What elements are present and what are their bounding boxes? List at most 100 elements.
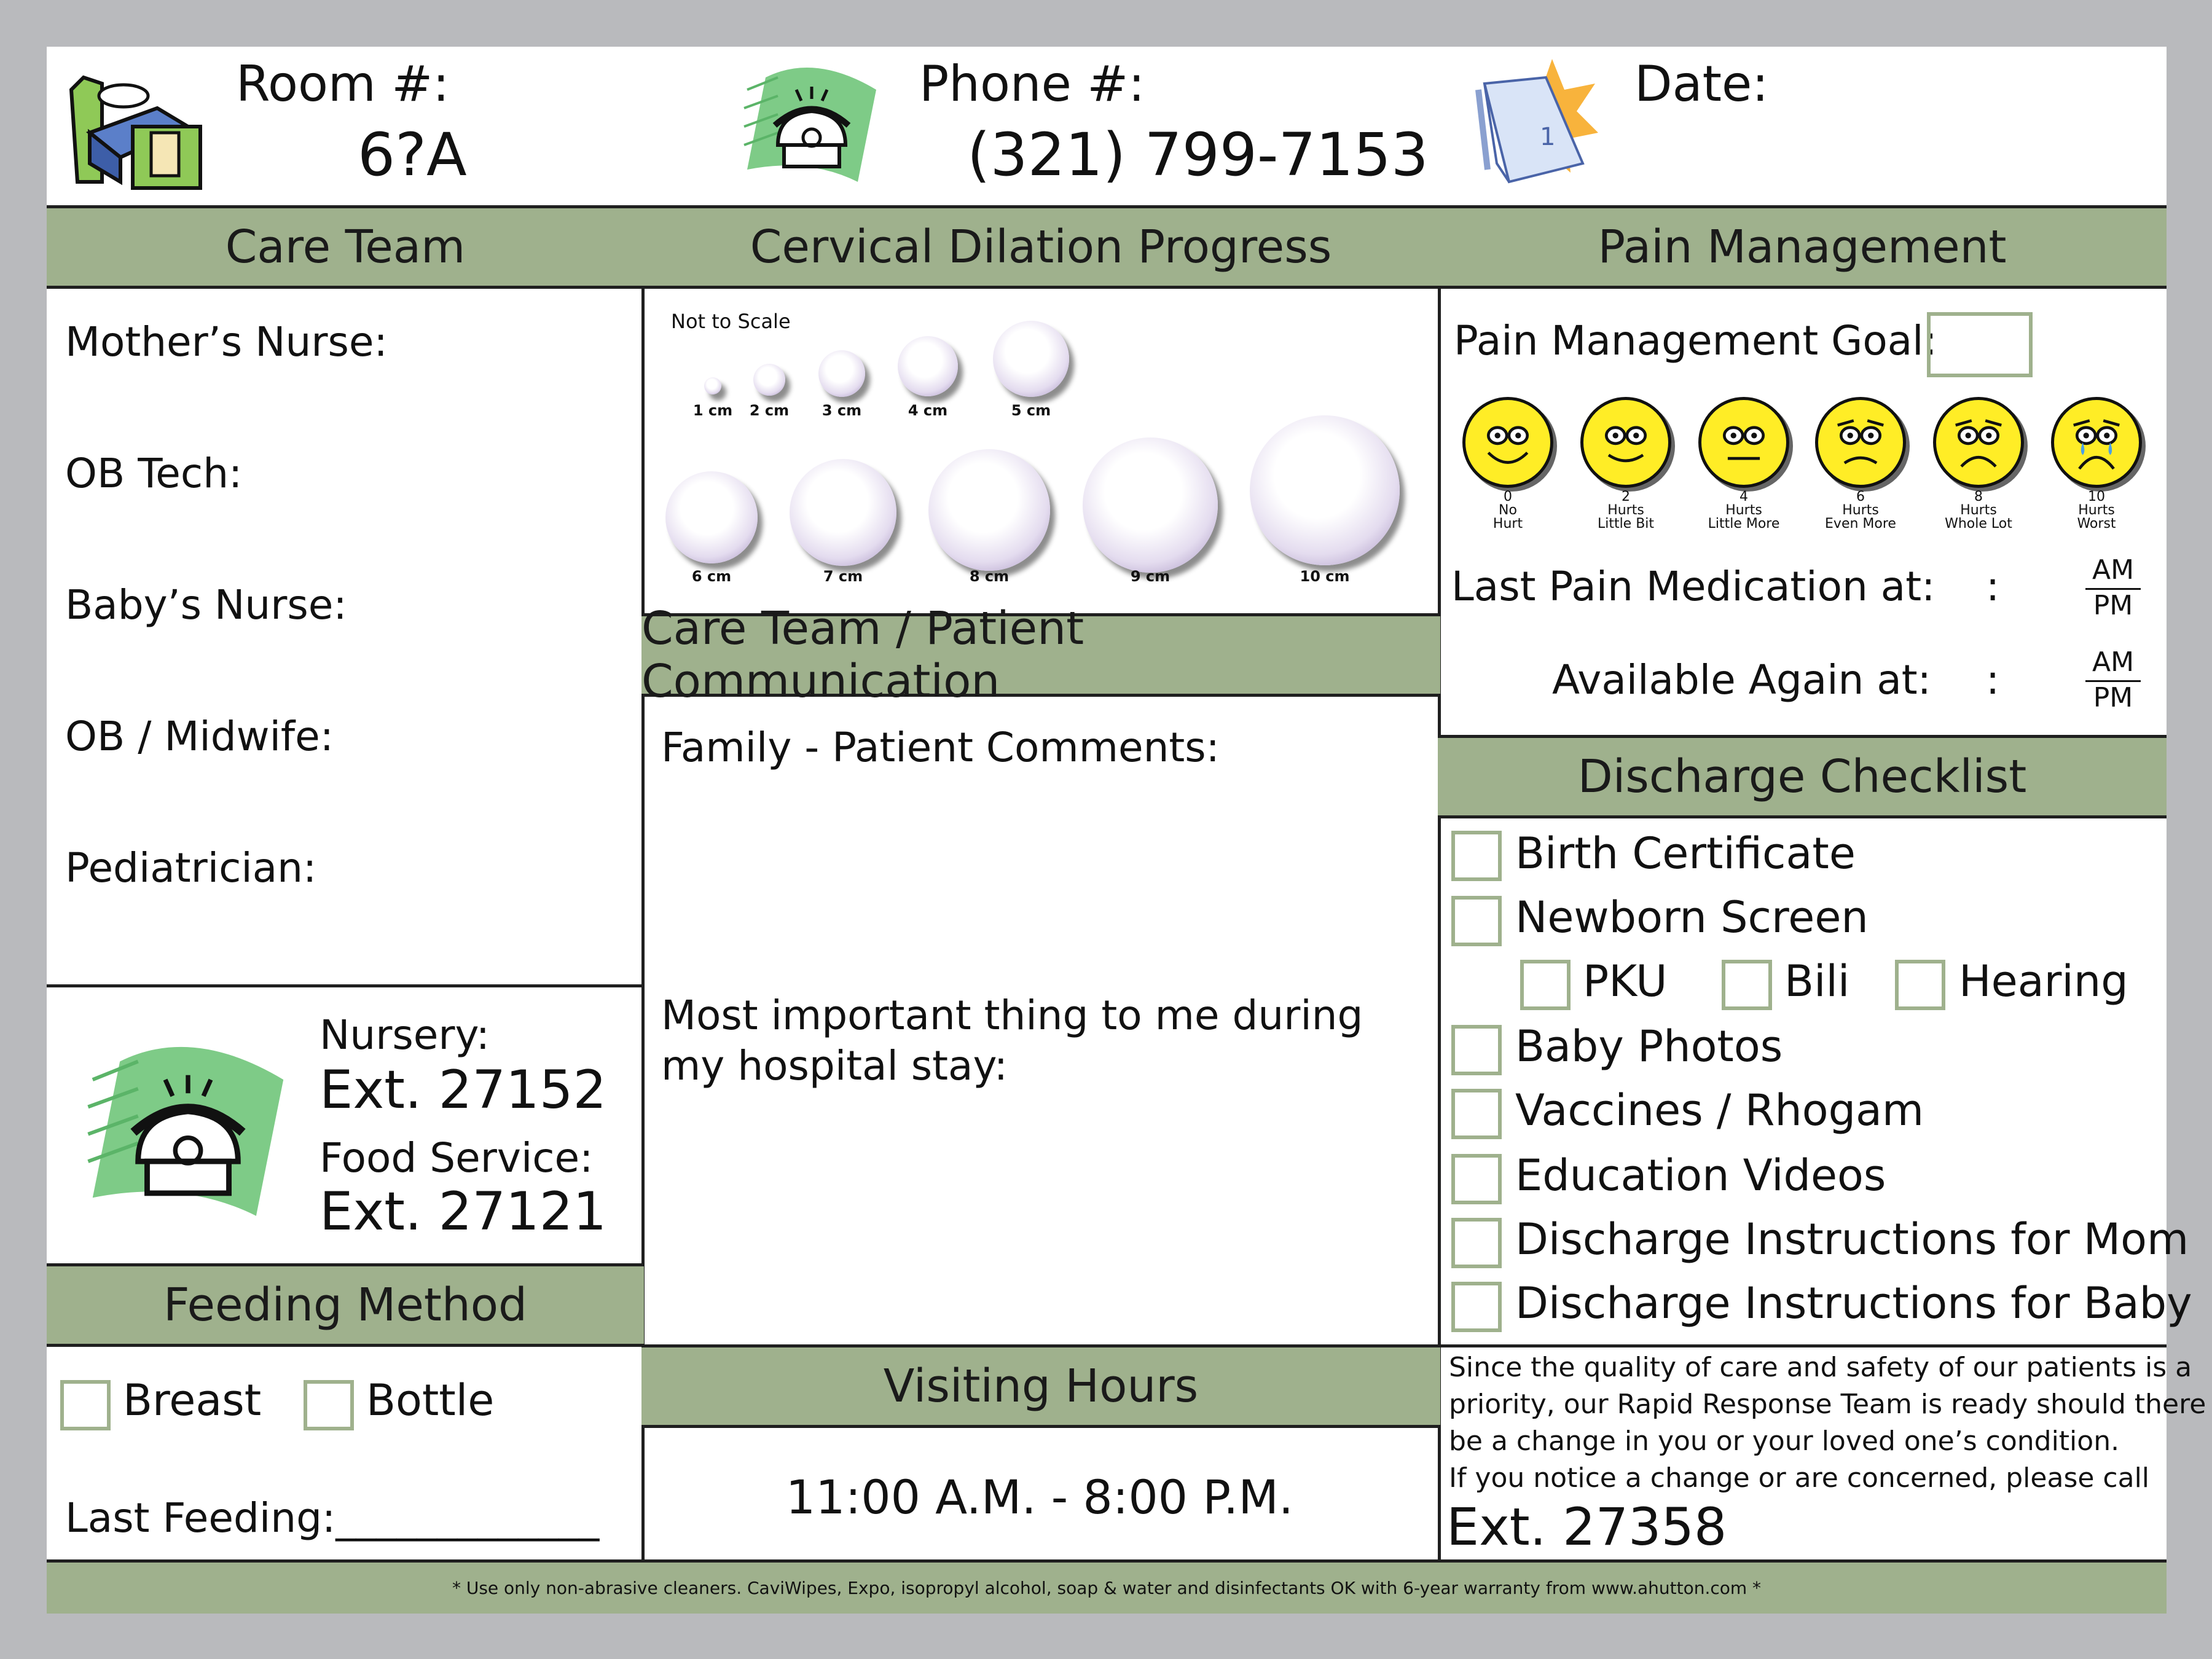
divider-right (1438, 206, 1441, 1559)
pku-checkbox[interactable] (1520, 960, 1571, 1010)
last-medication-colon[interactable]: : (1986, 563, 2000, 610)
food-service-ext: Ext. 27121 (320, 1181, 607, 1242)
hearing-label: Hearing (1959, 956, 2128, 1006)
dilation-circle (704, 377, 721, 394)
pain-face-icon[interactable] (1462, 397, 1553, 488)
dilation-circle (753, 364, 785, 396)
dilation-label: 5 cm (1011, 402, 1051, 419)
last-medication-ampm[interactable]: AM PM (2085, 554, 2141, 621)
care-field-ob-midwife[interactable]: OB / Midwife: (65, 713, 334, 760)
baby-photos-label: Baby Photos (1515, 1021, 1783, 1072)
bili-checkbox[interactable] (1722, 960, 1772, 1010)
phone-value: (321) 799-7153 (967, 120, 1429, 189)
dilation-label: 2 cm (749, 402, 790, 419)
pain-face-icon[interactable] (1698, 397, 1789, 488)
pain-face-icon[interactable] (1580, 397, 1671, 488)
instructions-mom-checkbox[interactable] (1451, 1218, 1502, 1268)
dilation-label: 9 cm (1130, 568, 1171, 585)
feeding-header: Feeding Method (47, 1263, 644, 1347)
last-medication-label: Last Pain Medication at: (1451, 563, 1936, 610)
dilation-label: 7 cm (823, 568, 863, 585)
pain-goal-box[interactable] (1927, 312, 2033, 377)
divider-rapid (1439, 1344, 2167, 1347)
education-videos-checkbox[interactable] (1451, 1154, 1502, 1204)
communication-header: Care Team / Patient Communication (641, 602, 1440, 708)
rapid-response-line3: be a change in you or your loved one’s c… (1449, 1426, 2120, 1457)
am-label: AM (2085, 554, 2141, 590)
divider-left (641, 206, 645, 1559)
instructions-baby-label: Discharge Instructions for Baby (1515, 1278, 2192, 1328)
pain-face-icon[interactable] (1815, 397, 1906, 488)
visiting-header: Visiting Hours (641, 1344, 1440, 1428)
dilation-circle (928, 449, 1050, 571)
divider-care-ext (47, 984, 643, 987)
bed-icon (69, 75, 202, 190)
birth-certificate-label: Birth Certificate (1515, 828, 1856, 879)
breast-label: Breast (123, 1375, 262, 1426)
bottle-label: Bottle (366, 1375, 495, 1426)
discharge-header: Discharge Checklist (1438, 735, 2167, 818)
dilation-circle (898, 336, 958, 396)
available-again-label: Available Again at: (1552, 656, 1931, 704)
important-thing-line1[interactable]: Most important thing to me during (661, 992, 1363, 1039)
pku-label: PKU (1583, 956, 1668, 1006)
breast-checkbox[interactable] (60, 1380, 111, 1430)
room-label: Room #: (236, 55, 450, 112)
instructions-baby-checkbox[interactable] (1451, 1282, 1502, 1332)
care-team-header: Care Team (47, 205, 644, 289)
hearing-checkbox[interactable] (1895, 960, 1945, 1010)
dilation-circle (1250, 415, 1400, 565)
important-thing-line2[interactable]: my hospital stay: (661, 1042, 1008, 1089)
dilation-label: 10 cm (1300, 568, 1350, 585)
available-again-ampm[interactable]: AM PM (2085, 646, 2141, 713)
rapid-response-line1: Since the quality of care and safety of … (1449, 1352, 2192, 1383)
whiteboard: Room #: 6?A Phone #: (321) 799-7153 1 Da… (47, 47, 2206, 1614)
phone-label: Phone #: (919, 55, 1145, 112)
phone-icon (743, 68, 876, 182)
rapid-response-line2: priority, our Rapid Response Team is rea… (1449, 1389, 2206, 1420)
baby-photos-checkbox[interactable] (1451, 1025, 1502, 1075)
education-videos-label: Education Videos (1515, 1150, 1886, 1201)
vaccines-checkbox[interactable] (1451, 1089, 1502, 1139)
family-comments-label[interactable]: Family - Patient Comments: (661, 724, 1220, 771)
dilation-label: 4 cm (908, 402, 948, 419)
care-field-pediatrician[interactable]: Pediatrician: (65, 844, 317, 892)
available-again-colon[interactable]: : (1986, 656, 2000, 704)
pm-label: PM (2093, 590, 2133, 621)
not-to-scale-note: Not to Scale (671, 310, 791, 333)
rapid-response-line4: If you notice a change or are concerned,… (1449, 1462, 2150, 1494)
svg-text:1: 1 (1540, 123, 1555, 151)
birth-certificate-checkbox[interactable] (1451, 831, 1502, 881)
vaccines-label: Vaccines / Rhogam (1515, 1085, 1924, 1135)
dilation-label: 8 cm (969, 568, 1010, 585)
dilation-circle (1083, 437, 1218, 573)
room-value: 6?A (358, 120, 467, 189)
newborn-screen-label: Newborn Screen (1515, 892, 1869, 943)
care-field-ob-tech[interactable]: OB Tech: (65, 450, 243, 497)
care-field-babys-nurse[interactable]: Baby’s Nurse: (65, 581, 347, 629)
pain-face-icon[interactable] (2051, 397, 2142, 488)
bottle-checkbox[interactable] (304, 1380, 354, 1430)
dilation-label: 6 cm (691, 568, 732, 585)
bili-label: Bili (1784, 956, 1850, 1006)
pain-face-icon[interactable] (1933, 397, 2024, 488)
footer-note: * Use only non-abrasive cleaners. CaviWi… (47, 1559, 2167, 1614)
care-field-mothers-nurse[interactable]: Mother’s Nurse: (65, 318, 388, 366)
instructions-mom-label: Discharge Instructions for Mom (1515, 1214, 2189, 1265)
newborn-screen-checkbox[interactable] (1451, 896, 1502, 946)
nursery-ext: Ext. 27152 (320, 1059, 607, 1121)
dilation-header: Cervical Dilation Progress (641, 205, 1440, 289)
calendar-sun-icon: 1 (1475, 59, 1598, 184)
food-service-label: Food Service: (320, 1134, 594, 1182)
pm-label: PM (2093, 682, 2133, 713)
dilation-circle (993, 321, 1069, 397)
dilation-label: 3 cm (822, 402, 862, 419)
last-feeding-field[interactable]: Last Feeding:_____________ (65, 1494, 600, 1542)
am-label: AM (2085, 646, 2141, 682)
